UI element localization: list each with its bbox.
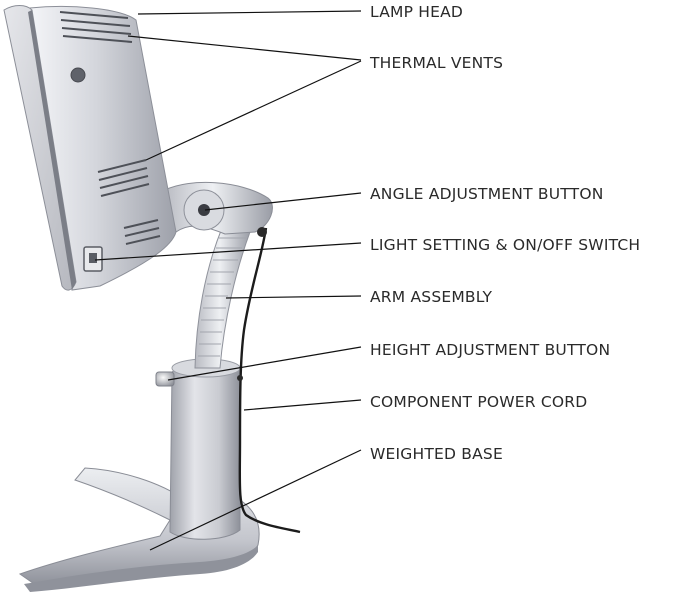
leader-light-switch — [94, 242, 362, 261]
labels: LAMP HEAD THERMAL VENTS ANGLE ADJUSTMENT… — [369, 3, 640, 463]
power-cord-shape — [237, 227, 301, 534]
label-weighted-base: WEIGHTED BASE — [370, 445, 503, 463]
label-component-power-cord: COMPONENT POWER CORD — [370, 393, 587, 411]
leader-lines — [94, 10, 362, 551]
leader-weighted-base — [149, 449, 362, 551]
leader-power-cord — [243, 399, 362, 411]
label-lamp-head: LAMP HEAD — [370, 3, 463, 21]
leader-thermal-vents-upper — [127, 35, 362, 61]
label-thermal-vents: THERMAL VENTS — [369, 54, 503, 72]
leader-height-adjustment — [167, 346, 362, 381]
label-arm-assembly: ARM ASSEMBLY — [370, 288, 493, 306]
lamp-head-shape — [3, 5, 177, 291]
leader-angle-adjustment — [204, 192, 362, 211]
leader-arm-assembly — [225, 295, 362, 299]
label-height-adjustment-button: HEIGHT ADJUSTMENT BUTTON — [370, 341, 610, 359]
label-light-setting-switch: LIGHT SETTING & ON/OFF SWITCH — [370, 236, 640, 254]
leader-thermal-vents-lower — [145, 60, 362, 161]
label-angle-adjustment-button: ANGLE ADJUSTMENT BUTTON — [370, 185, 604, 203]
leader-lamp-head — [137, 10, 362, 15]
